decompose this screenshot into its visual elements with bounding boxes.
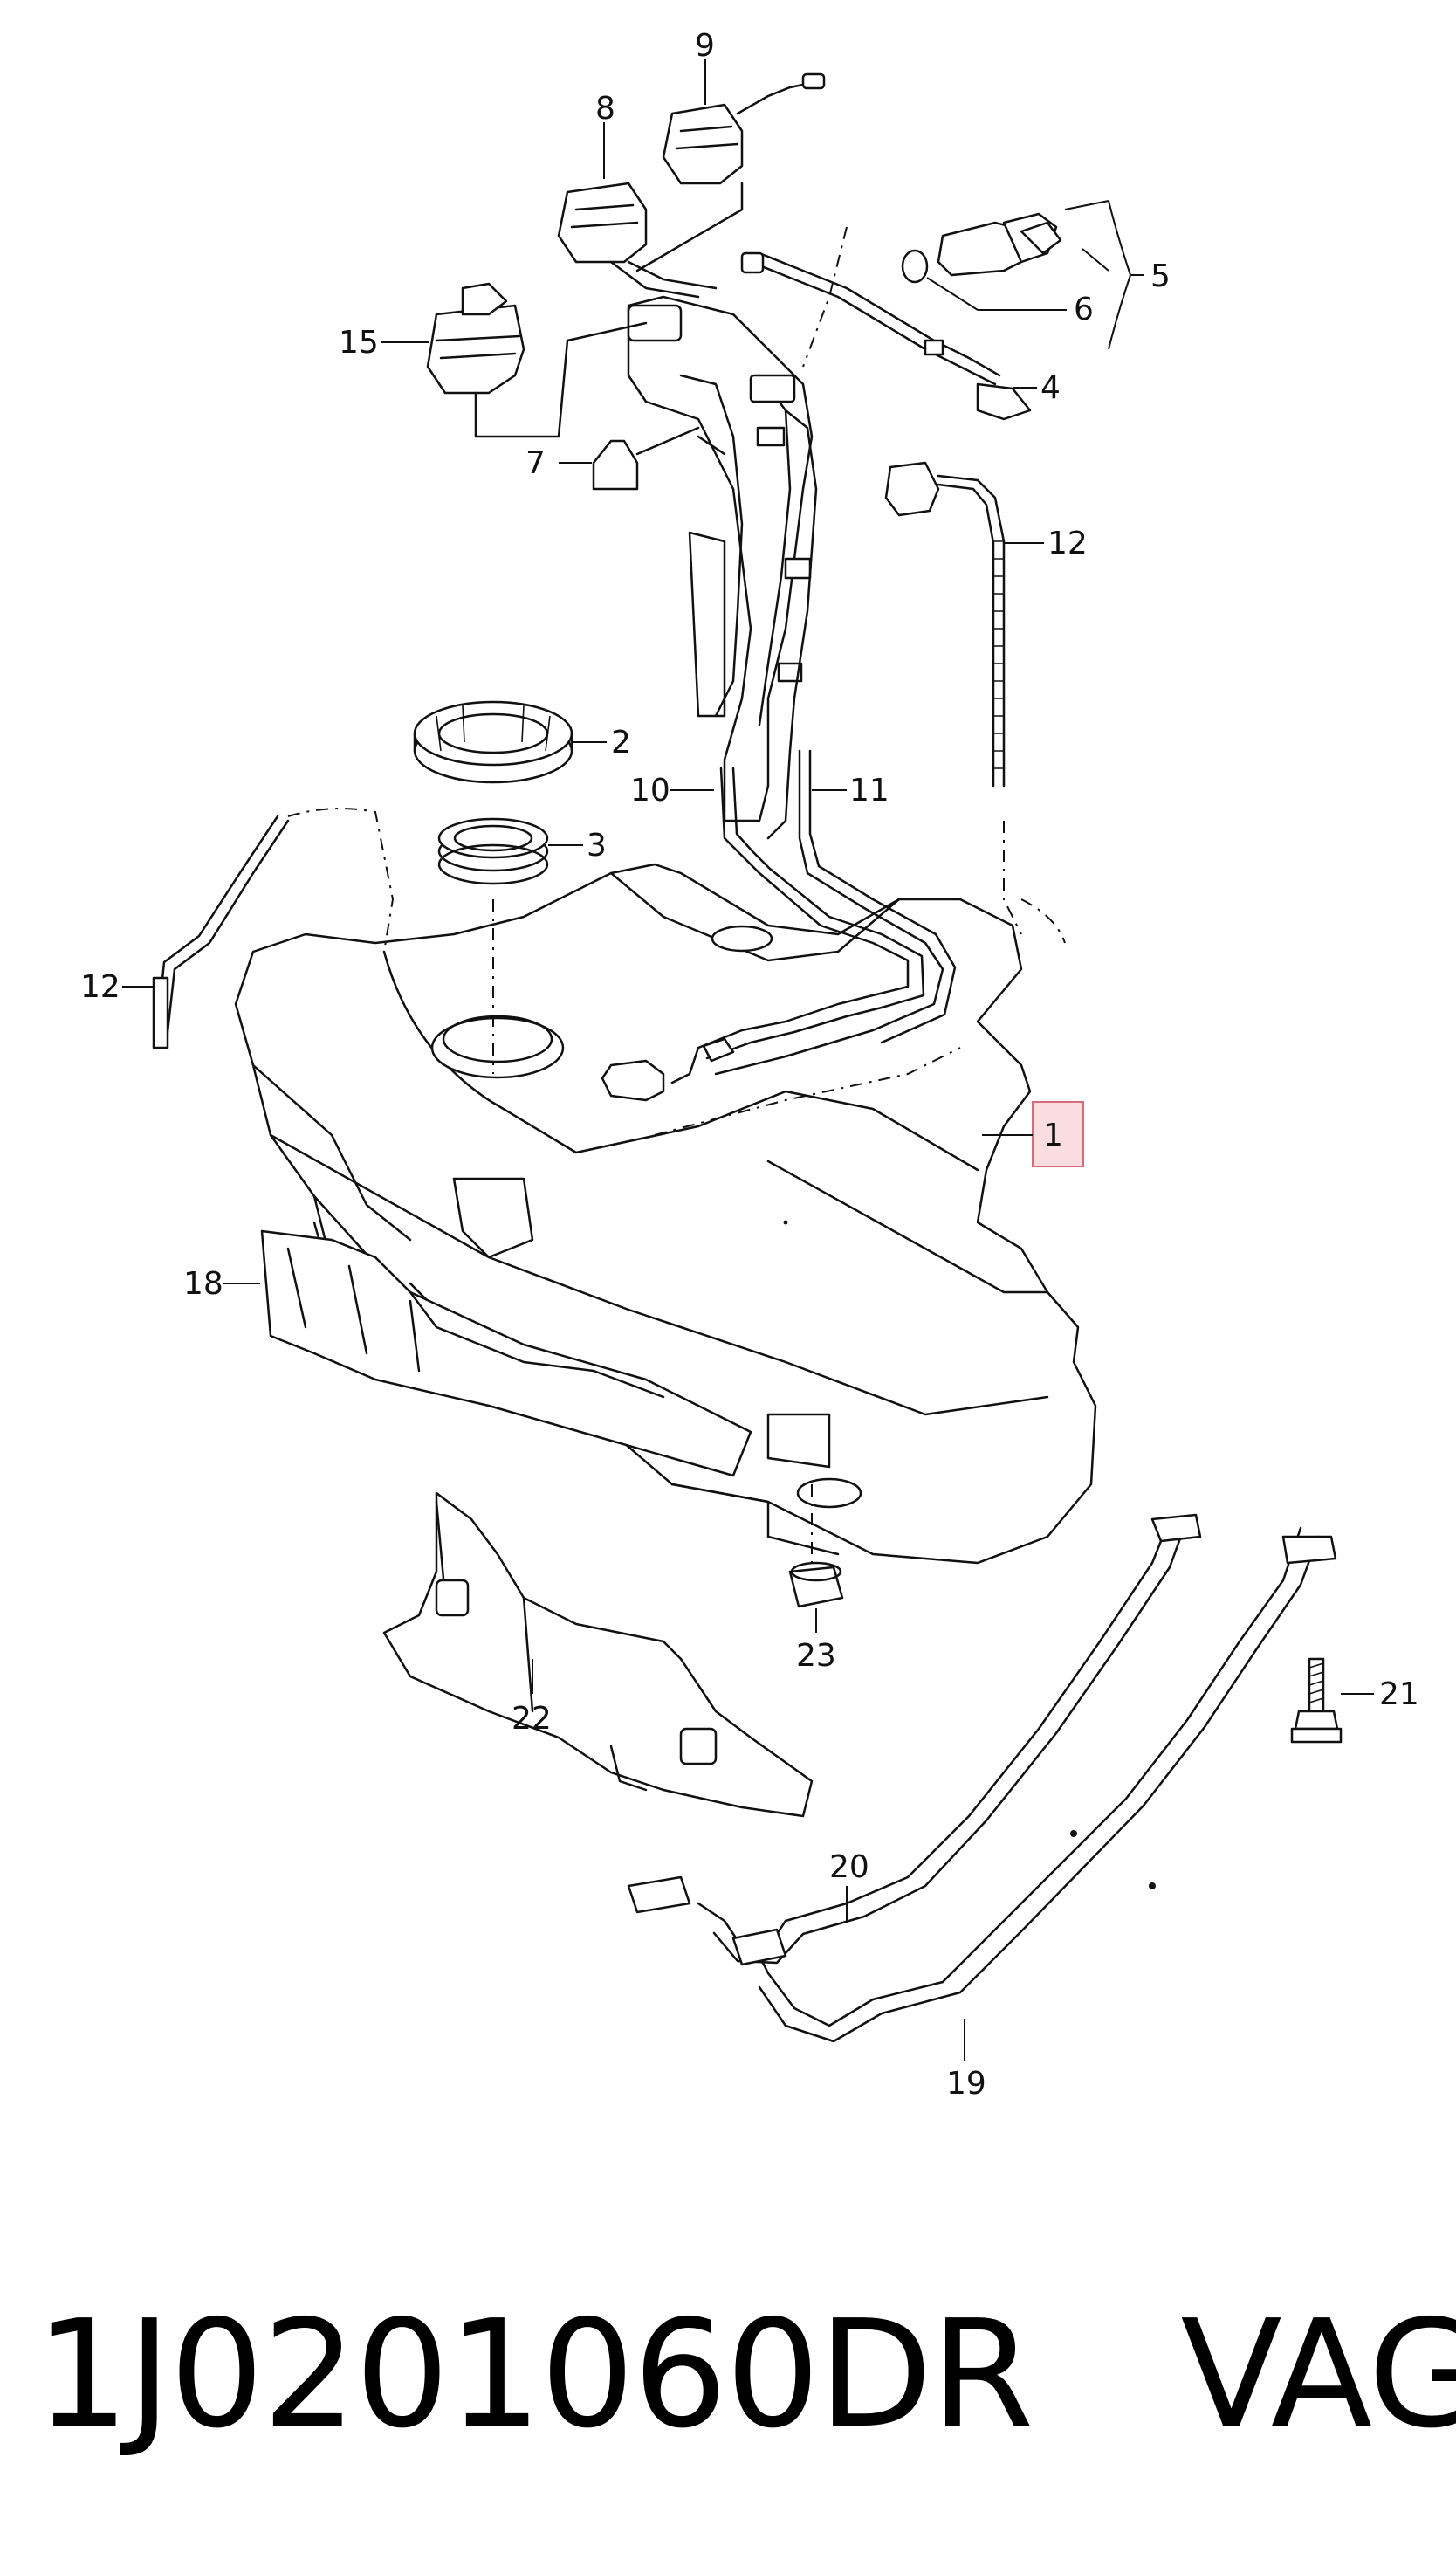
callout-18[interactable]: 18 [183, 1266, 223, 1302]
rubber-cap [592, 426, 700, 491]
support-bracket [382, 1491, 814, 1818]
breather-hose-left [152, 815, 290, 1049]
callout-12-left[interactable]: 12 [80, 969, 120, 1005]
filler-neck [627, 295, 818, 840]
callout-15[interactable]: 15 [339, 325, 379, 361]
part-caption: 1J0201060DR VAG [35, 2270, 1456, 2480]
callout-labels: 1 2 3 4 5 6 7 8 9 10 11 12 [80, 28, 1419, 2102]
callout-3[interactable]: 3 [587, 828, 607, 864]
fuel-tank-exploded-diagram: 1 2 3 4 5 6 7 8 9 10 11 12 [80, 28, 1419, 2102]
callout-11[interactable]: 11 [849, 773, 889, 809]
callout-2[interactable]: 2 [611, 725, 631, 760]
callout-7[interactable]: 7 [525, 445, 546, 481]
callout-21[interactable]: 21 [1379, 1676, 1419, 1712]
callout-22[interactable]: 22 [512, 1701, 552, 1737]
brand-name: VAG [1180, 2288, 1456, 2461]
mounting-bolt [1290, 1657, 1343, 1744]
part-number: 1J0201060DR [35, 2288, 1034, 2461]
wiring-harness [740, 251, 1032, 421]
callout-10[interactable]: 10 [630, 773, 670, 809]
callout-23[interactable]: 23 [796, 1638, 836, 1674]
callout-1[interactable]: 1 [1043, 1118, 1063, 1153]
callout-4[interactable]: 4 [1040, 370, 1061, 406]
sender-connector [901, 200, 1132, 350]
heat-shield [260, 1229, 752, 1477]
fuel-lines [601, 749, 957, 1102]
breather-hose-right [884, 461, 1006, 788]
tank-straps [627, 1513, 1337, 2043]
callout-5[interactable]: 5 [1150, 258, 1171, 294]
callout-12-right[interactable]: 12 [1047, 526, 1088, 561]
locking-ring-and-seal [413, 700, 573, 885]
cap-parts [557, 72, 826, 299]
callout-20[interactable]: 20 [829, 1849, 869, 1885]
callout-19[interactable]: 19 [946, 2066, 986, 2102]
vent-valve [426, 282, 648, 438]
callout-6[interactable]: 6 [1074, 292, 1094, 327]
rubber-buffer [788, 1561, 844, 1608]
fuel-tank [234, 863, 1097, 1565]
callout-9[interactable]: 9 [695, 28, 715, 64]
assembly-center-lines [287, 226, 1066, 1572]
callout-1-highlight [1032, 1101, 1084, 1167]
callout-8[interactable]: 8 [595, 91, 615, 127]
